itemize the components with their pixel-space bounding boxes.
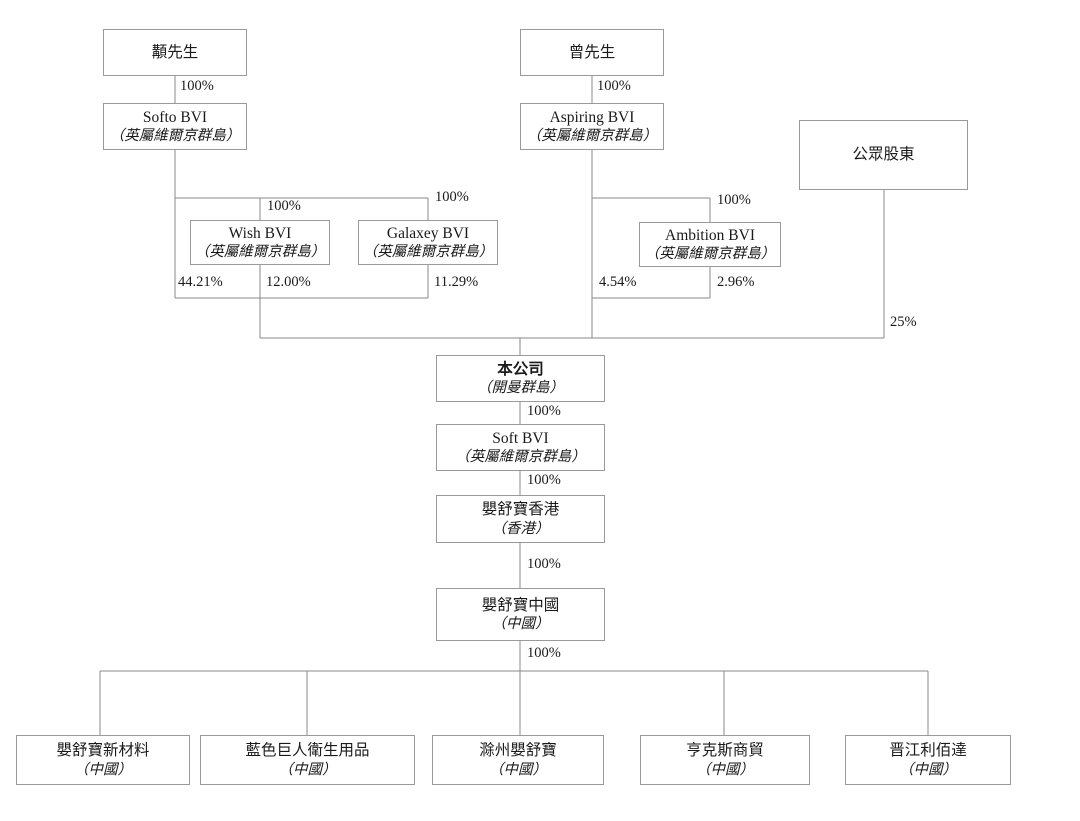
node-public-shareholders[interactable]: 公眾股東 [799, 120, 968, 190]
node-jurisdiction: （香港） [491, 520, 550, 537]
pct-softbvi-to-hk: 100% [527, 472, 561, 488]
node-subsidiary-new-materials[interactable]: 嬰舒寶新材料 （中國） [16, 735, 190, 785]
pct-zeng-to-aspiring: 100% [597, 78, 631, 94]
pct-aspiring-to-company: 4.54% [599, 274, 637, 290]
node-soft-bvi[interactable]: Soft BVI （英屬維爾京群島） [436, 424, 605, 471]
pct-hk-to-cn: 100% [527, 556, 561, 572]
node-name: 顜先生 [151, 43, 199, 61]
node-jurisdiction: （中國） [278, 761, 337, 778]
node-subsidiary-chuzhou[interactable]: 滁州嬰舒寶 （中國） [432, 735, 604, 785]
node-jurisdiction: （中國） [489, 761, 547, 778]
node-softo-bvi[interactable]: Softo BVI （英屬維爾京群島） [103, 103, 247, 150]
node-jurisdiction: （英屬維爾京群島） [455, 449, 586, 466]
node-yan-mr[interactable]: 顜先生 [103, 29, 247, 76]
node-aspiring-bvi[interactable]: Aspiring BVI （英屬維爾京群島） [520, 103, 664, 150]
pct-ambition-to-company: 2.96% [717, 274, 755, 290]
pct-yan-to-softo: 100% [180, 78, 214, 94]
node-yingshubao-china[interactable]: 嬰舒寶中國 （中國） [436, 588, 605, 641]
node-galaxey-bvi[interactable]: Galaxey BVI （英屬維爾京群島） [358, 220, 498, 265]
node-jurisdiction: （英屬維爾京群島） [526, 128, 658, 145]
node-yingshubao-hongkong[interactable]: 嬰舒寶香港 （香港） [436, 495, 605, 543]
node-name: 曾先生 [568, 43, 616, 61]
pct-softo-to-galaxey: 100% [435, 189, 469, 205]
node-jurisdiction: （英屬維爾京群島） [194, 244, 326, 261]
node-jurisdiction: （英屬維爾京群島） [109, 128, 241, 145]
node-name: 本公司 [497, 360, 544, 378]
node-name: 藍色巨人衛生用品 [245, 742, 370, 760]
node-name: 嬰舒寶中國 [481, 596, 560, 614]
node-jurisdiction: （中國） [74, 761, 132, 778]
node-name: 公眾股東 [852, 146, 915, 164]
node-name: 嬰舒寶香港 [481, 501, 560, 519]
node-subsidiary-hengkesi[interactable]: 亨克斯商貿 （中國） [640, 735, 810, 785]
node-the-company[interactable]: 本公司 （開曼群島） [436, 355, 605, 402]
node-subsidiary-jinjiang[interactable]: 晋江利佰達 （中國） [845, 735, 1011, 785]
node-jurisdiction: （中國） [899, 761, 957, 778]
pct-wish-to-company: 12.00% [266, 274, 311, 290]
pct-cn-to-subsidiaries: 100% [527, 645, 561, 661]
pct-galaxey-to-company: 11.29% [434, 274, 479, 290]
node-name: 亨克斯商貿 [686, 742, 764, 760]
node-subsidiary-blue-giant[interactable]: 藍色巨人衛生用品 （中國） [200, 735, 415, 785]
node-zeng-mr[interactable]: 曾先生 [520, 29, 664, 76]
node-name: Aspiring BVI [549, 108, 635, 126]
pct-public-to-company: 25% [890, 314, 917, 330]
node-name: 滁州嬰舒寶 [479, 742, 557, 760]
node-name: Softo BVI [142, 108, 208, 126]
pct-company-to-softbvi: 100% [527, 403, 561, 419]
node-jurisdiction: （英屬維爾京群島） [644, 246, 776, 263]
node-name: Soft BVI [492, 429, 549, 447]
node-name: Galaxey BVI [386, 224, 470, 242]
node-jurisdiction: （英屬維爾京群島） [362, 244, 494, 261]
pct-softo-to-company: 44.21% [178, 274, 223, 290]
node-name: 嬰舒寶新材料 [56, 742, 150, 760]
node-wish-bvi[interactable]: Wish BVI （英屬維爾京群島） [190, 220, 330, 265]
node-jurisdiction: （中國） [696, 761, 754, 778]
node-name: Wish BVI [228, 224, 292, 242]
pct-aspiring-to-ambition: 100% [717, 192, 751, 208]
pct-softo-to-wish: 100% [267, 198, 301, 214]
node-ambition-bvi[interactable]: Ambition BVI （英屬維爾京群島） [639, 222, 781, 267]
node-name: 晋江利佰達 [889, 742, 967, 760]
node-jurisdiction: （開曼群島） [477, 380, 564, 397]
node-jurisdiction: （中國） [491, 616, 550, 633]
node-name: Ambition BVI [665, 226, 755, 244]
